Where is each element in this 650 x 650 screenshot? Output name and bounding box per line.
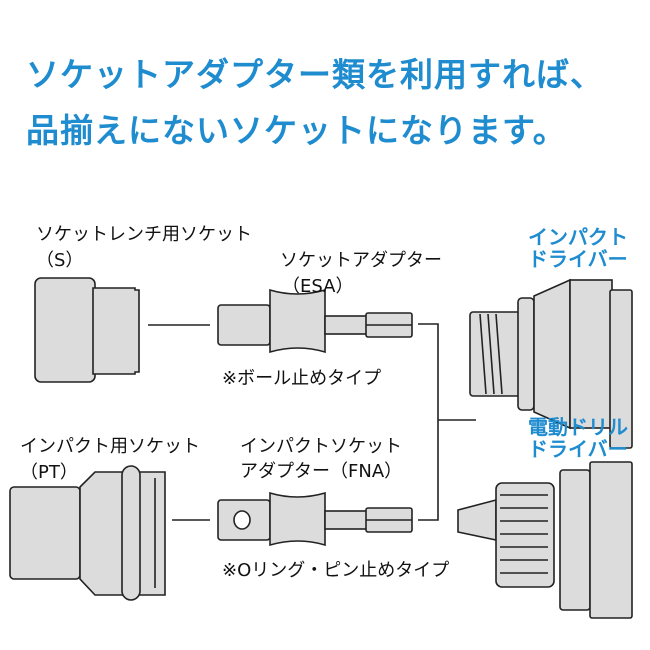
- fna-note: ※Oリング・ピン止めタイプ: [222, 560, 450, 581]
- socket-s-label: ソケットレンチ用ソケット: [36, 224, 252, 245]
- headline-line-1: ソケットアダプター類を利用すれば、: [26, 55, 604, 94]
- socket-s-drawing: [34, 277, 140, 383]
- socket-pt-drawing: [9, 465, 166, 601]
- impact-driver-label: インパクト ドライバー: [528, 226, 628, 270]
- drill-driver-label-1: 電動ドリル: [528, 415, 628, 439]
- esa-label: ソケットアダプター: [280, 250, 442, 271]
- fna-adapter-drawing: [217, 491, 413, 547]
- bracket-lines: [418, 323, 476, 521]
- drill-driver-drawing: [457, 461, 633, 619]
- impact-driver-drawing: [469, 278, 633, 449]
- esa-code: （ESA）: [282, 276, 354, 297]
- fna-label-2: アダプター（FNA）: [240, 461, 403, 482]
- socket-pt-code: （PT）: [20, 462, 78, 483]
- socket-pt-label: インパクト用ソケット: [20, 436, 200, 457]
- impact-driver-label-1: インパクト: [528, 225, 628, 249]
- esa-adapter-drawing: [217, 288, 413, 354]
- impact-driver-label-2: ドライバー: [528, 247, 628, 271]
- esa-note: ※ボール止めタイプ: [222, 368, 382, 389]
- socket-s-code: （S）: [36, 250, 84, 271]
- drill-driver-label: 電動ドリル ドライバー: [528, 416, 628, 460]
- drill-driver-label-2: ドライバー: [528, 437, 628, 461]
- fna-label-1: インパクトソケット: [240, 436, 402, 457]
- headline-line-2: 品揃えにないソケットになります。: [26, 111, 567, 150]
